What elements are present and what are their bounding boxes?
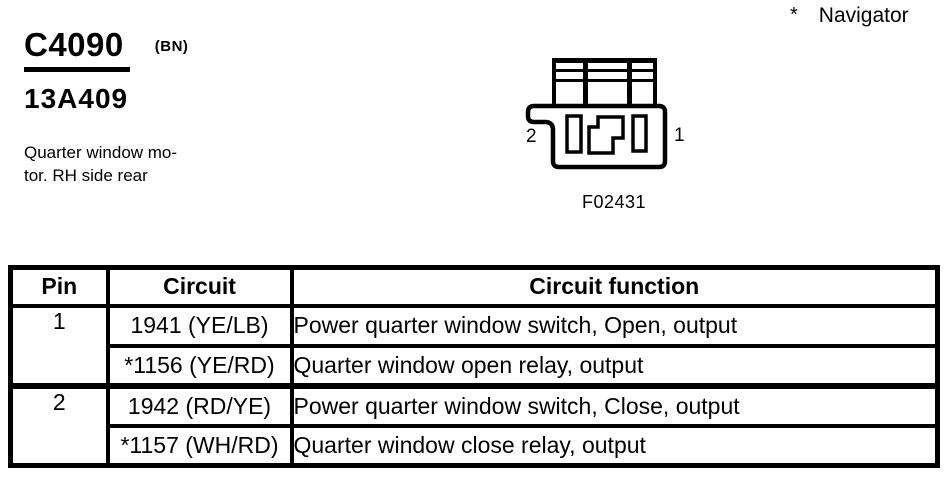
- table-header-row: Pin Circuit Circuit function: [8, 265, 940, 308]
- circuit-cell: 1942 (RD/YE): [105, 382, 294, 428]
- function-cell: Quarter window close relay, output: [289, 423, 940, 468]
- table-row: *1157 (WH/RD) Quarter window close relay…: [11, 423, 940, 468]
- col-header-circuit: Circuit: [105, 265, 294, 308]
- connector-description: Quarter window mo- tor. RH side rear: [24, 141, 188, 187]
- function-cell: Power quarter window switch, Open, outpu…: [289, 303, 940, 348]
- connector-top-ribs: [552, 58, 657, 106]
- pinout-table: Pin Circuit Circuit function 1 1941 (YE/…: [8, 265, 940, 468]
- pin-number-cell: 2: [8, 382, 110, 468]
- connector-id-row: C4090 (BN): [24, 28, 188, 62]
- description-line-2: tor. RH side rear: [24, 166, 148, 185]
- table-row: 1 1941 (YE/LB) Power quarter window swit…: [8, 303, 940, 388]
- connector-id: C4090: [24, 26, 124, 63]
- asterisk-footnote-marker: *: [790, 4, 798, 26]
- footnote-label: Navigator: [818, 4, 909, 27]
- table-row: *1156 (YE/RD) Quarter window open relay,…: [11, 343, 940, 388]
- connector-id-block: C4090 (BN) 13A409 Quarter window mo- tor…: [24, 28, 188, 187]
- connector-diagram: [525, 58, 668, 170]
- circuit-cell: *1156 (YE/RD): [105, 343, 294, 388]
- id-divider-rule: [24, 67, 130, 72]
- function-cell: Power quarter window switch, Close, outp…: [289, 382, 940, 428]
- pin-2-label: 2: [526, 126, 537, 147]
- col-header-circuit-function: Circuit function: [289, 265, 940, 308]
- center-key-slot: [587, 115, 625, 155]
- figure-id: F02431: [582, 192, 647, 212]
- function-cell: Quarter window open relay, output: [289, 343, 940, 388]
- pin-cavity-1: [631, 114, 648, 153]
- col-header-pin: Pin: [8, 265, 110, 308]
- circuit-cell: *1157 (WH/RD): [105, 423, 294, 468]
- part-number: 13A409: [24, 83, 129, 114]
- connector-color-code: (BN): [154, 38, 189, 55]
- pin-number-cell: 1: [8, 303, 110, 388]
- pin-cavity-2: [565, 114, 583, 154]
- table-row: 2 1942 (RD/YE) Power quarter window swit…: [8, 382, 940, 468]
- pin-1-label: 1: [674, 125, 685, 146]
- footnote: * Navigator: [790, 4, 909, 28]
- description-line-1: Quarter window mo-: [24, 143, 178, 162]
- circuit-cell: 1941 (YE/LB): [105, 303, 294, 348]
